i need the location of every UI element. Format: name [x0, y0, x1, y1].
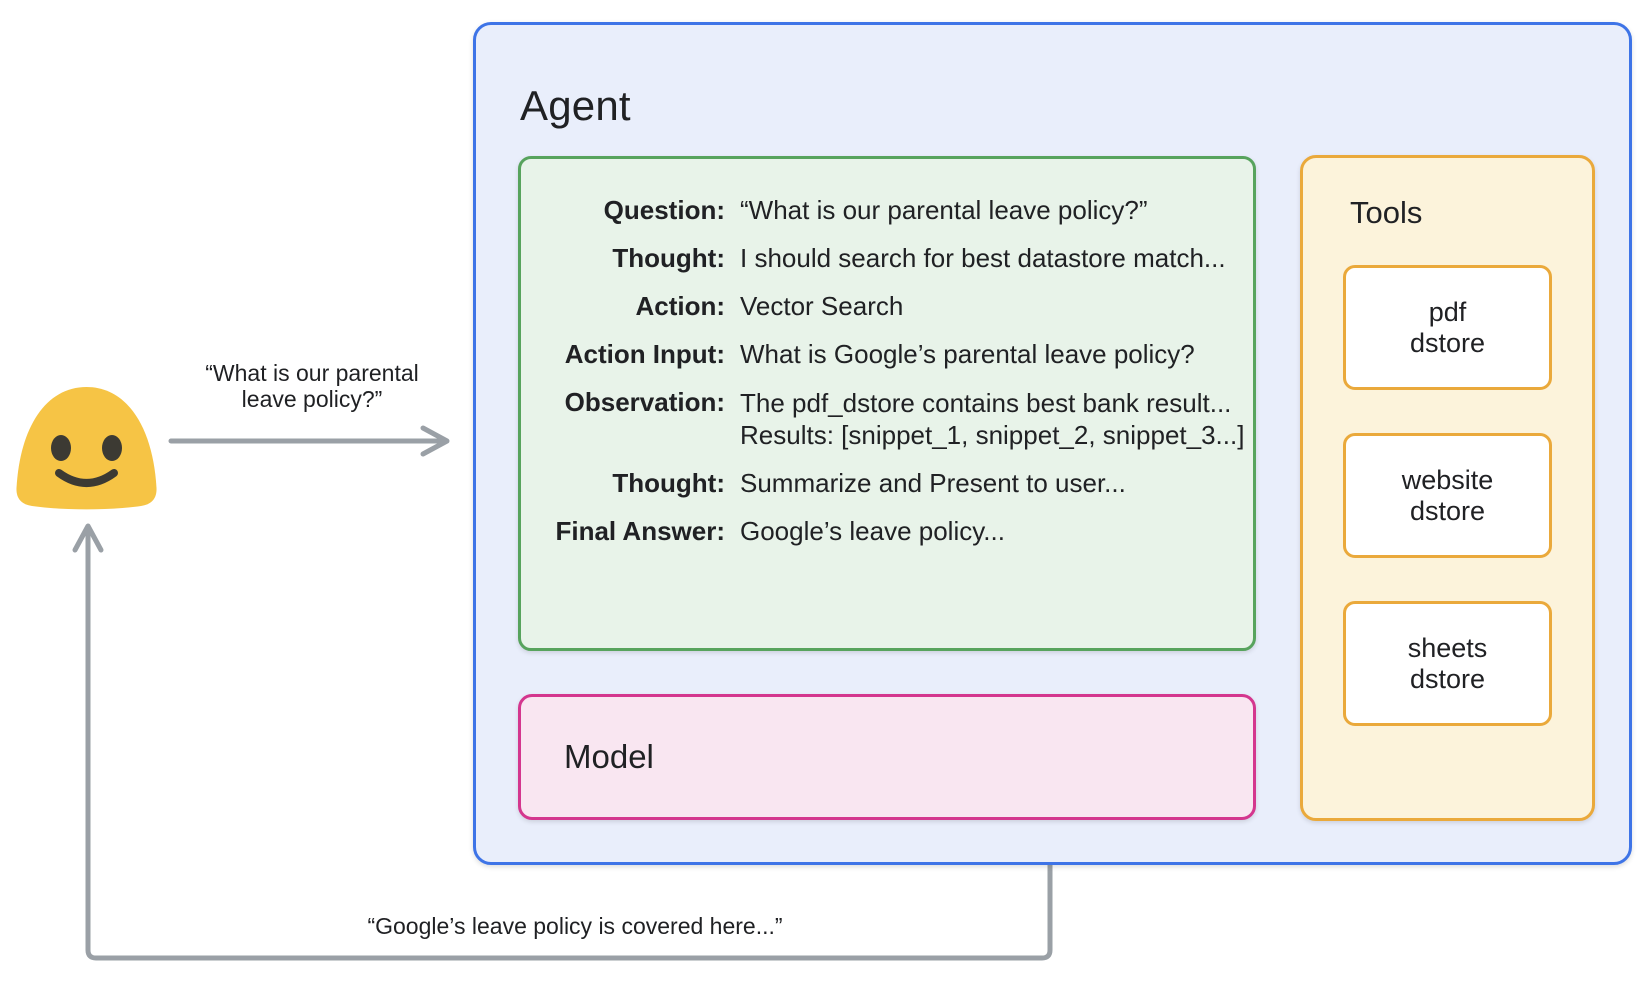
tool-name-line2: dstore — [1409, 327, 1486, 358]
user-query-line2: leave policy?” — [241, 386, 383, 412]
tool-name-line2: dstore — [1409, 663, 1486, 694]
model-title: Model — [564, 738, 654, 775]
row-label: Final Answer: — [555, 516, 725, 546]
tool-card-website-dstore: website dstore — [1343, 433, 1552, 558]
tool-name-line1: website — [1401, 464, 1494, 495]
tools-title: Tools — [1350, 195, 1423, 230]
agent-container: Agent Question: “What is our parental le… — [473, 22, 1632, 865]
agent-response-label: “Google’s leave policy is covered here..… — [367, 913, 783, 939]
row-label: Action: — [635, 291, 725, 321]
tool-name-line1: sheets — [1407, 632, 1488, 663]
user-query-line1: “What is our parental — [205, 360, 419, 386]
agent-scratchpad: Question: “What is our parental leave po… — [518, 156, 1256, 651]
observation-line2: Results: [snippet_1, snippet_2, snippet_… — [740, 420, 1245, 450]
agent-title: Agent — [520, 82, 631, 129]
tools-panel: Tools pdf dstore website dstore sheets d… — [1300, 155, 1595, 821]
tool-name-line2: dstore — [1409, 495, 1486, 526]
scratchpad-row-action: Action: Vector Search — [521, 291, 1253, 322]
model-box: Model — [518, 694, 1256, 820]
scratchpad-row-question: Question: “What is our parental leave po… — [521, 195, 1253, 226]
scratchpad-row-thought-1: Thought: I should search for best datast… — [521, 243, 1253, 274]
row-value: Summarize and Present to user... — [740, 468, 1126, 498]
scratchpad-row-action-input: Action Input: What is Google’s parental … — [521, 339, 1253, 370]
scratchpad-row-thought-2: Thought: Summarize and Present to user..… — [521, 468, 1253, 499]
row-value: Vector Search — [740, 291, 904, 321]
row-label: Question: — [603, 195, 725, 225]
row-value: “What is our parental leave policy?” — [740, 195, 1148, 225]
row-value: I should search for best datastore match… — [740, 243, 1226, 273]
row-value: The pdf_dstore contains best bank result… — [740, 387, 1244, 451]
scratchpad-row-observation: Observation: The pdf_dstore contains bes… — [521, 387, 1253, 451]
row-value: What is Google’s parental leave policy? — [740, 339, 1195, 369]
scratchpad-row-final-answer: Final Answer: Google’s leave policy... — [521, 516, 1253, 547]
row-label: Thought: — [612, 243, 725, 273]
observation-line1: The pdf_dstore contains best bank result… — [740, 388, 1232, 418]
row-label: Action Input: — [564, 339, 725, 369]
query-arrow — [168, 425, 450, 457]
user-query-label: “What is our parental leave policy?” — [172, 360, 452, 412]
tool-name-line1: pdf — [1428, 296, 1467, 327]
row-label: Thought: — [612, 468, 725, 498]
user-smiley-blob-icon — [16, 387, 157, 510]
tool-card-pdf-dstore: pdf dstore — [1343, 265, 1552, 390]
row-label: Observation: — [564, 387, 725, 417]
tool-card-sheets-dstore: sheets dstore — [1343, 601, 1552, 726]
row-value: Google’s leave policy... — [740, 516, 1005, 546]
